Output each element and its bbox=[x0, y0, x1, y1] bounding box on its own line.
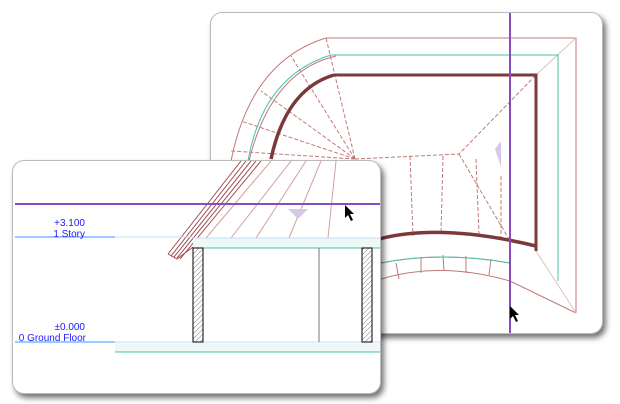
level-name-label: 1 Story bbox=[53, 229, 85, 240]
slab-1-story bbox=[193, 238, 380, 248]
section-window[interactable]: +3.100 1 Story ±0.000 0 Ground Floor bbox=[12, 160, 381, 394]
level-name-label: 0 Ground Floor bbox=[18, 333, 86, 344]
roof-outline-arc bbox=[230, 37, 327, 162]
level-elevation-label: ±0.000 bbox=[54, 322, 85, 333]
wall-outline bbox=[331, 54, 559, 281]
level-elevation-label: +3.100 bbox=[54, 218, 85, 229]
wall-right bbox=[361, 247, 373, 343]
roof-outline-bottom bbox=[380, 270, 577, 314]
section-marker-icon bbox=[288, 209, 308, 219]
cursor-arrow-icon bbox=[510, 306, 519, 322]
section-marker-icon bbox=[495, 141, 501, 167]
roof-edge-thick bbox=[334, 73, 538, 251]
wall-left bbox=[192, 247, 204, 343]
slab-ground-floor bbox=[115, 343, 380, 352]
floor-plan-drawing[interactable] bbox=[211, 13, 602, 333]
section-drawing[interactable] bbox=[13, 161, 380, 393]
cursor-arrow-icon bbox=[345, 205, 354, 221]
